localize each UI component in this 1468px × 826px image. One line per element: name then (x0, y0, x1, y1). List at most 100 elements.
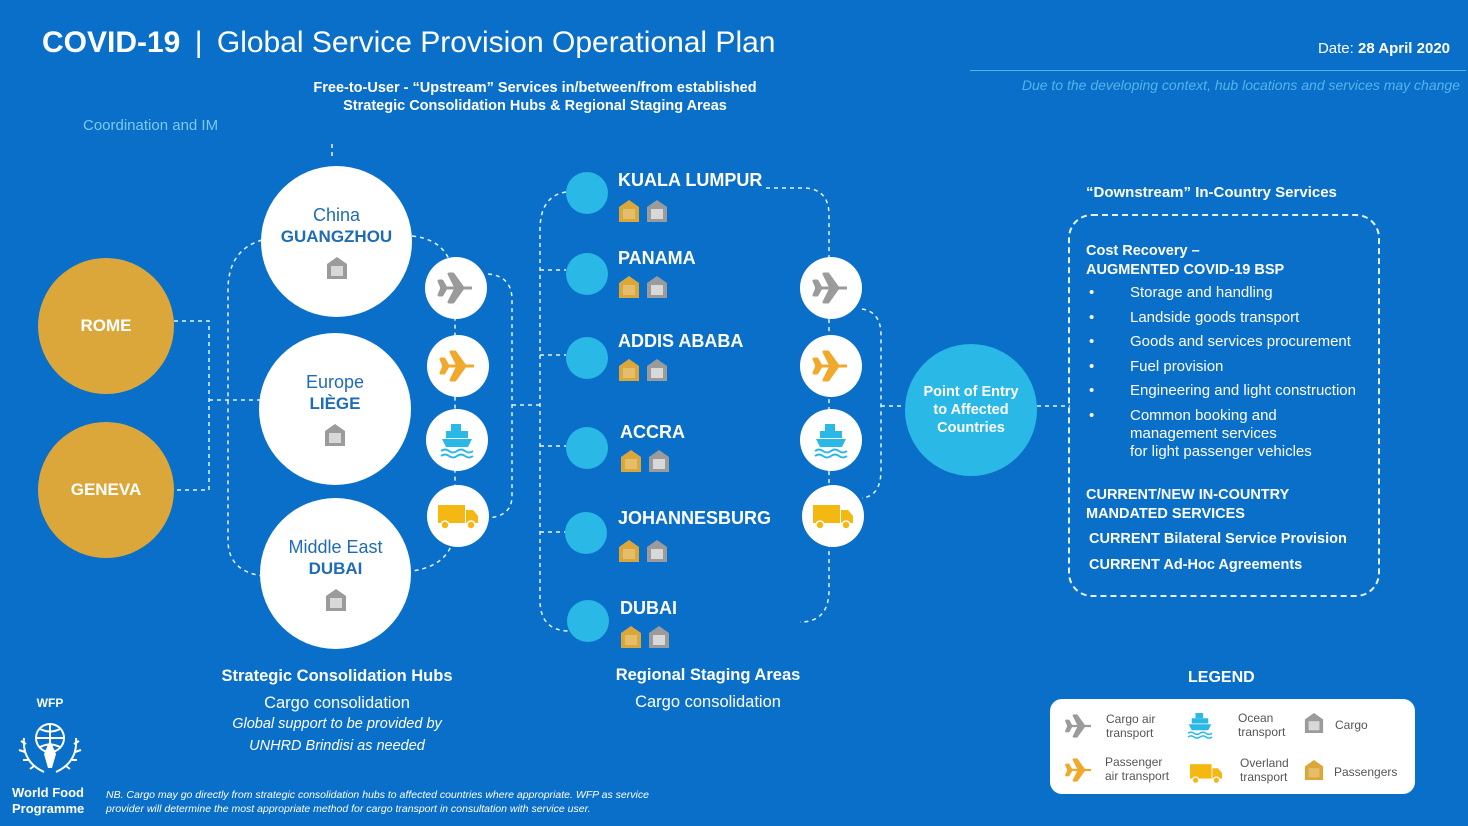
list-item: •Landside goods transport (1089, 308, 1300, 326)
hub-dubai: Middle East DUBAI (260, 498, 411, 649)
hub-region: Europe (305, 372, 365, 392)
staging-name: PANAMA (618, 248, 696, 268)
staging-node (565, 512, 607, 554)
footnote-line1: NB. Cargo may go directly from strategic… (106, 789, 649, 801)
ocean-transport-icon (440, 424, 474, 459)
cargo-icon (326, 256, 347, 279)
origin-label: ROME (80, 316, 132, 335)
cargo-air-icon (437, 272, 472, 304)
staging-name: ACCRA (620, 422, 685, 442)
title-separator: | (194, 26, 203, 59)
hub-guangzhou: China GUANGZHOU (261, 166, 412, 317)
cargo-icon (1304, 713, 1324, 733)
staging-addis-ababa: ADDIS ABABA (618, 331, 743, 382)
legend-passengers: Passengers (1334, 765, 1398, 779)
list-item: •Storage and handling (1089, 284, 1273, 301)
ocean-transport-node (426, 409, 488, 471)
entry-line3: Countries (937, 420, 1005, 436)
cost-recovery-line2: AUGMENTED COVID-19 BSP (1086, 262, 1285, 278)
ocean-transport-node (800, 409, 862, 471)
cargo-icon (649, 626, 669, 648)
staging-name: ADDIS ABABA (618, 331, 744, 351)
passengers-icon (619, 276, 639, 298)
title-bold: COVID-19 (42, 26, 181, 59)
passengers-icon (621, 450, 641, 472)
staging-kuala-lumpur: KUALA LUMPUR (618, 170, 762, 223)
adhoc-agreements: CURRENT Ad-Hoc Agreements (1089, 557, 1303, 573)
cargo-icon (325, 588, 346, 611)
mandated-line1: CURRENT/NEW IN-COUNTRY (1086, 487, 1290, 503)
hub-region: China (312, 204, 361, 225)
cost-recovery-line1: Cost Recovery – (1086, 243, 1200, 259)
passengers-icon (619, 540, 639, 562)
overland-transport-icon (438, 505, 478, 530)
footnote: NB. Cargo may go directly from strategic… (106, 788, 746, 816)
cargo-air-transport-node (800, 257, 862, 319)
downstream-title: “Downstream” In-Country Services (1086, 184, 1337, 201)
ocean-transport-icon (1187, 713, 1213, 739)
list-item: •Fuel provision (1089, 357, 1224, 375)
staging-node (567, 600, 609, 642)
list-item: • Common booking and management services… (1089, 406, 1312, 460)
staging-name: DUBAI (620, 598, 677, 618)
passenger-air-transport-node (427, 335, 489, 397)
entry-line2: to Affected (933, 402, 1009, 418)
cargo-icon (647, 540, 667, 562)
cargo-air-transport-node (425, 257, 487, 319)
hubs-caption: Strategic Consolidation Hubs Cargo conso… (196, 667, 478, 757)
origin-label: GENEVA (70, 480, 142, 499)
list-item: •Engineering and light construction (1089, 382, 1356, 399)
hub-city: GUANGZHOU (280, 226, 393, 246)
upstream-line2: Strategic Consolidation Hubs & Regional … (343, 98, 727, 114)
legend-title: LEGEND (1188, 669, 1255, 686)
hub-region: Middle East (288, 536, 383, 557)
staging-caption-sub: Cargo consolidation (635, 693, 781, 711)
legend-cargo: Cargo (1335, 718, 1368, 732)
disclaimer: Due to the developing context, hub locat… (1021, 77, 1460, 93)
list-item: •Goods and services procurement (1089, 333, 1351, 350)
staging-dubai: DUBAI (620, 598, 677, 649)
overland-transport-node (802, 485, 864, 547)
hub-city: LIÈGE (309, 394, 361, 413)
wfp-name: World Food Programme (12, 785, 85, 816)
footnote-line2: provider will determine the most appropr… (106, 803, 591, 815)
staging-caption-title: Regional Staging Areas (615, 666, 801, 684)
upstream-line1: Free-to-User - “Upstream” Services in/be… (313, 80, 757, 96)
wfp-emblem-icon (18, 723, 82, 773)
title-rest: Global Service Provision Operational Pla… (216, 26, 776, 59)
service-list: •Storage and handling •Landside goods tr… (1086, 284, 1376, 467)
hub-liege: Europe LIÈGE (259, 333, 411, 485)
passenger-air-transport-node (800, 335, 862, 397)
passengers-icon (621, 626, 641, 648)
staging-name: KUALA LUMPUR (618, 170, 763, 190)
upstream-heading: Free-to-User - “Upstream” Services in/be… (270, 79, 800, 115)
cargo-icon (647, 200, 667, 222)
overland-transport-icon (813, 505, 853, 530)
cost-recovery-heading: Cost Recovery – AUGMENTED COVID-19 BSP (1086, 242, 1284, 280)
header-divider (970, 70, 1466, 71)
cargo-air-icon (812, 272, 847, 304)
cargo-icon (647, 276, 667, 298)
passengers-icon (619, 200, 639, 222)
cargo-air-icon (1065, 714, 1091, 738)
ocean-transport-icon (814, 424, 848, 459)
cargo-icon (647, 359, 667, 381)
wfp-logo: WFP (14, 696, 86, 787)
hubs-caption-note2: UNHRD Brindisi as needed (249, 738, 425, 754)
mandated-line2: MANDATED SERVICES (1086, 506, 1245, 522)
date-label: Date: (1317, 40, 1354, 57)
passengers-icon (1304, 760, 1324, 780)
staging-name: JOHANNESBURG (618, 508, 772, 528)
entry-line1: Point of Entry (923, 384, 1019, 400)
date-value: 28 April 2020 (1358, 40, 1450, 57)
date: Date: 28 April 2020 (1318, 40, 1450, 57)
overland-transport-icon (1190, 764, 1222, 784)
mandated-heading: CURRENT/NEW IN-COUNTRY MANDATED SERVICES (1086, 486, 1289, 524)
cargo-icon (325, 424, 345, 446)
staging-caption: Regional Staging Areas Cargo consolidati… (598, 666, 818, 712)
